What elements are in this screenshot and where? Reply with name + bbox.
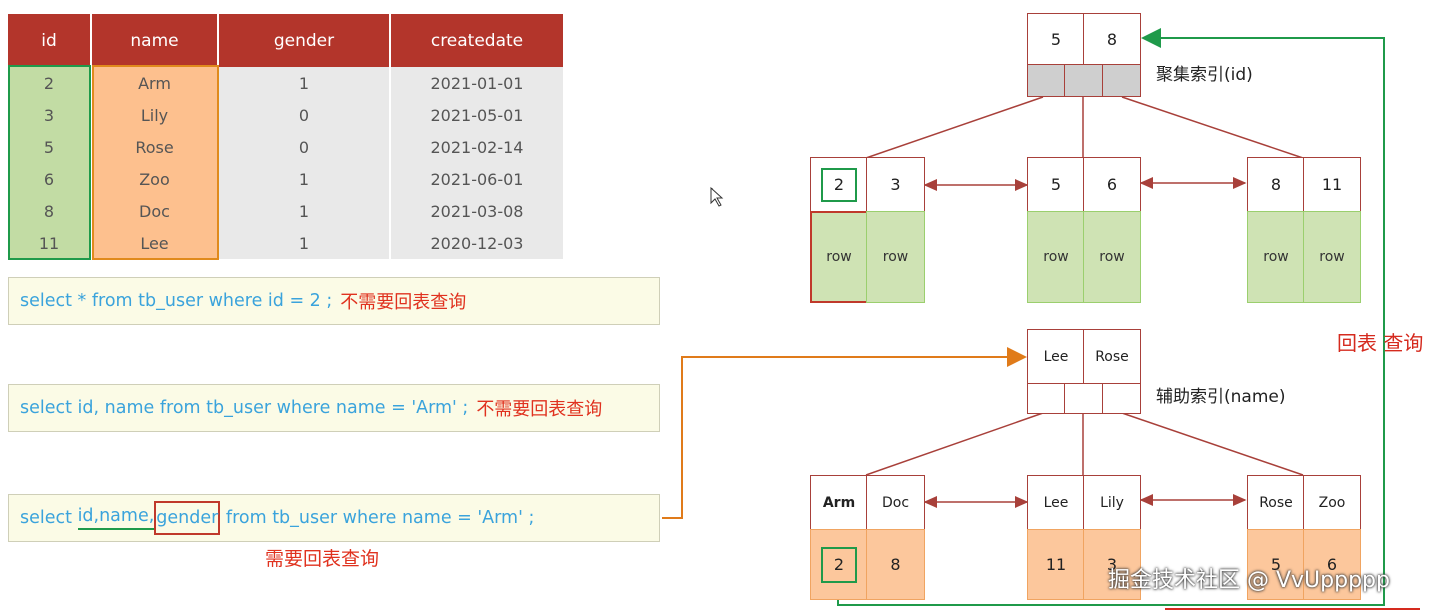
query-idname-columns: id,name, [77, 506, 155, 530]
query-note-3: 需要回表查询 [265, 548, 380, 570]
tree-edge [865, 412, 1044, 476]
row-data: row [866, 211, 925, 303]
clustered-root-key: 8 [1083, 13, 1141, 65]
cell-createdate: 2020-12-03 [390, 227, 563, 259]
cell-id: 11 [8, 227, 92, 259]
cell-createdate: 2021-02-14 [390, 131, 563, 163]
cell-gender: 0 [218, 131, 391, 163]
query-note-1: 不需要回表查询 [340, 292, 467, 313]
query-gender-column: gender [154, 501, 221, 535]
row-data: row [1027, 211, 1085, 303]
watermark: 掘金技术社区 @ VvUppppp [1108, 568, 1390, 593]
row-data: row [1247, 211, 1305, 303]
cell-gender: 1 [218, 227, 391, 259]
cell-createdate: 2021-01-01 [390, 67, 563, 99]
secondary-index-label: 辅助索引(name) [1156, 387, 1286, 407]
secondary-leaf-id: 5 [1247, 529, 1305, 600]
return-query-label: 回表 查询 [1337, 331, 1424, 355]
clustered-leaf-key: 11 [1303, 157, 1361, 212]
query-sql-2: select id, name from tb_user where name … [20, 398, 469, 418]
table-row: 5 Rose 0 2021-02-14 [8, 131, 563, 163]
clustered-root-pointer [1027, 64, 1066, 97]
cell-name: Rose [91, 131, 219, 163]
cell-name: Lee [91, 227, 219, 259]
column-header-gender: gender [218, 14, 391, 67]
cell-createdate: 2021-06-01 [390, 163, 563, 195]
secondary-leaf-key: Lily [1083, 475, 1141, 530]
clustered-index-label: 聚集索引(id) [1156, 65, 1253, 85]
secondary-root-pointer [1064, 383, 1103, 414]
cell-id: 6 [8, 163, 92, 195]
secondary-leaf-id: 11 [1027, 529, 1085, 600]
column-header-id: id [8, 14, 92, 67]
cell-id: 5 [8, 131, 92, 163]
query-box-1: select * from tb_user where id = 2 ; 不需要… [8, 277, 660, 325]
secondary-leaf-key: Rose [1247, 475, 1305, 530]
name-column-highlight [92, 65, 219, 260]
tree-edge [865, 96, 1044, 159]
cell-gender: 0 [218, 99, 391, 131]
clustered-root-pointer [1064, 64, 1103, 97]
table-row: 8 Doc 1 2021-03-08 [8, 195, 563, 227]
cell-createdate: 2021-05-01 [390, 99, 563, 131]
tree-edge [1121, 412, 1304, 476]
secondary-root-pointer [1102, 383, 1141, 414]
cell-createdate: 2021-03-08 [390, 195, 563, 227]
clustered-leaf-key-text: 2 [821, 167, 857, 202]
secondary-leaf-id: 2 [810, 529, 868, 600]
secondary-root-pointer [1027, 383, 1066, 414]
cell-name: Lily [91, 99, 219, 131]
query-select-keyword: select [20, 508, 78, 528]
cell-id: 2 [8, 67, 92, 99]
secondary-leaf-key: Zoo [1303, 475, 1361, 530]
row-data: row [810, 211, 868, 303]
row-data: row [1083, 211, 1141, 303]
user-table: id name gender createdate 2 Arm 1 2021-0… [8, 14, 563, 259]
clustered-leaf-key: 3 [866, 157, 925, 212]
tree-edge [1121, 96, 1304, 159]
table-row: 2 Arm 1 2021-01-01 [8, 67, 563, 99]
row-data: row [1303, 211, 1361, 303]
clustered-leaf-key: 5 [1027, 157, 1085, 212]
query-box-3: select id,name, gender from tb_user wher… [8, 494, 660, 542]
secondary-root-key: Rose [1083, 329, 1141, 384]
cursor-icon [710, 186, 724, 207]
cell-gender: 1 [218, 163, 391, 195]
table-row: 3 Lily 0 2021-05-01 [8, 99, 563, 131]
clustered-leaf-key: 2 [810, 157, 868, 212]
cell-name: Doc [91, 195, 219, 227]
secondary-leaf-id: 8 [866, 529, 925, 600]
secondary-leaf-id: 3 [1083, 529, 1141, 600]
clustered-root-pointer [1102, 64, 1141, 97]
cell-id: 3 [8, 99, 92, 131]
table-row: 6 Zoo 1 2021-06-01 [8, 163, 563, 195]
secondary-leaf-id-text: 2 [821, 546, 857, 583]
column-header-name: name [91, 14, 219, 67]
query-rest: from tb_user where name = 'Arm' ; [220, 508, 535, 528]
secondary-root-key: Lee [1027, 329, 1085, 384]
cell-id: 8 [8, 195, 92, 227]
clustered-root-key: 5 [1027, 13, 1085, 65]
cell-gender: 1 [218, 195, 391, 227]
secondary-leaf-key: Doc [866, 475, 925, 530]
cell-gender: 1 [218, 67, 391, 99]
query-sql-1: select * from tb_user where id = 2 ; [20, 291, 333, 311]
cell-name: Zoo [91, 163, 219, 195]
secondary-leaf-key: Lee [1027, 475, 1085, 530]
cell-name: Arm [91, 67, 219, 99]
secondary-leaf-id: 6 [1303, 529, 1361, 600]
clustered-leaf-key: 6 [1083, 157, 1141, 212]
query-note-2: 不需要回表查询 [476, 399, 603, 420]
table-row: 11 Lee 1 2020-12-03 [8, 227, 563, 259]
query-box-2: select id, name from tb_user where name … [8, 384, 660, 432]
clustered-leaf-key: 8 [1247, 157, 1305, 212]
table-header-row: id name gender createdate [8, 14, 563, 67]
id-column-highlight [8, 65, 91, 260]
query-to-secondary-arrow [662, 347, 1027, 519]
secondary-leaf-key: Arm [810, 475, 868, 530]
return-lookup-arrow [837, 28, 1385, 606]
column-header-createdate: createdate [390, 14, 563, 67]
